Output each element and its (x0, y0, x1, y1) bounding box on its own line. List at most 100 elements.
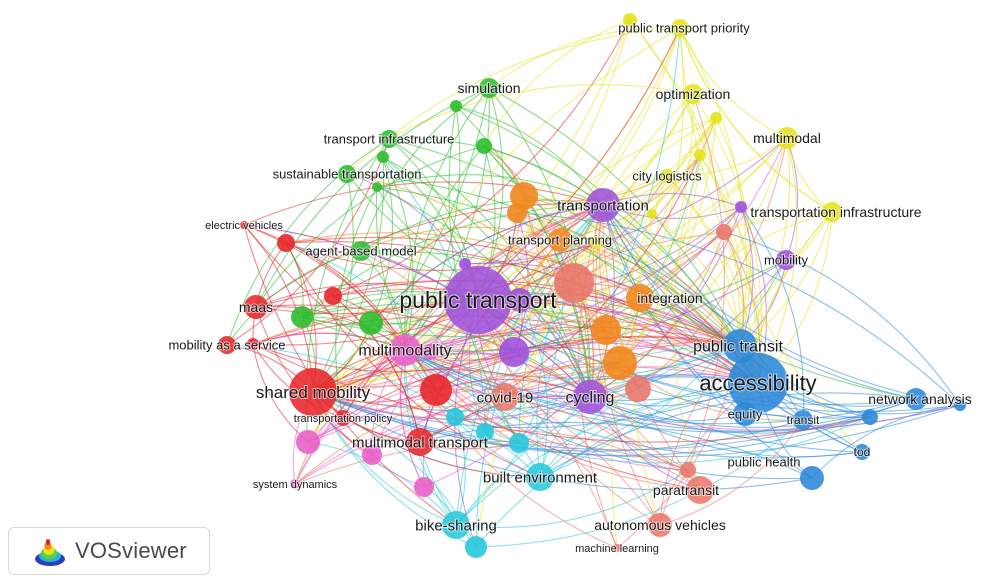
label-transport-planning[interactable]: transport planning (507, 232, 613, 249)
node-equity[interactable] (733, 402, 757, 426)
network-node[interactable] (680, 462, 696, 478)
node-paratransit[interactable] (686, 476, 714, 504)
network-node[interactable] (450, 100, 462, 112)
label-machine-learning[interactable]: machine learning (574, 542, 660, 556)
network-node[interactable] (247, 338, 259, 350)
network-node[interactable] (359, 311, 383, 335)
label-multimodal[interactable]: multimodal (752, 129, 822, 147)
label-city-logistics[interactable]: city logistics (631, 168, 703, 185)
network-node[interactable] (291, 306, 313, 328)
node-cycling[interactable] (573, 380, 607, 414)
node-multimodal[interactable] (776, 127, 798, 149)
network-node[interactable] (623, 13, 637, 27)
label-maas[interactable]: maas (238, 298, 274, 316)
network-node[interactable] (446, 408, 464, 426)
node-integration[interactable] (626, 284, 654, 312)
label-optimization[interactable]: optimization (655, 85, 732, 103)
label-public-health[interactable]: public health (727, 454, 802, 471)
label-public-transport-priority[interactable]: public transport priority (617, 20, 751, 37)
network-node[interactable] (414, 477, 434, 497)
label-bike-sharing[interactable]: bike-sharing (414, 516, 498, 535)
node-transportation[interactable] (586, 188, 620, 222)
node-transport-planning[interactable] (548, 228, 572, 252)
network-node[interactable] (509, 433, 529, 453)
node-shared-mobility[interactable] (289, 368, 337, 416)
node-network-analysis[interactable] (905, 388, 927, 410)
node-optimization[interactable] (683, 84, 703, 104)
network-node[interactable] (647, 209, 657, 219)
node-built-environment[interactable] (526, 463, 554, 491)
node-agent-based-model[interactable] (351, 241, 371, 261)
network-node[interactable] (377, 151, 389, 163)
node-simulation[interactable] (479, 78, 499, 98)
label-system-dynamics[interactable]: system dynamics (252, 478, 339, 492)
label-electric-vehicles[interactable]: electric vehicles (204, 219, 284, 233)
label-sustainable-transportation[interactable]: sustainable transportation (272, 166, 423, 183)
network-node[interactable] (508, 288, 532, 312)
label-agent-based-model[interactable]: agent-based model (304, 243, 417, 260)
node-mobility-as-a-service[interactable] (218, 336, 236, 354)
network-node[interactable] (422, 344, 438, 360)
network-node[interactable] (324, 287, 342, 305)
node-covid-19[interactable] (491, 383, 519, 411)
label-paratransit[interactable]: paratransit (652, 481, 720, 499)
network-node[interactable] (372, 182, 382, 192)
label-transportation[interactable]: transportation (556, 196, 650, 215)
node-transport-infrastructure[interactable] (380, 130, 398, 148)
network-node[interactable] (296, 430, 320, 454)
node-transit[interactable] (793, 410, 813, 430)
network-node[interactable] (954, 399, 966, 411)
network-node[interactable] (499, 337, 529, 367)
label-public-transit[interactable]: public transit (692, 338, 784, 357)
label-tod[interactable]: tod (853, 444, 872, 460)
label-transit[interactable]: transit (786, 412, 821, 428)
node-mobility[interactable] (776, 250, 796, 270)
network-node[interactable] (465, 536, 487, 558)
label-autonomous-vehicles[interactable]: autonomous vehicles (593, 516, 727, 534)
network-node[interactable] (716, 224, 732, 240)
network-node[interactable] (362, 445, 382, 465)
label-equity[interactable]: equity (727, 406, 764, 423)
node-tod[interactable] (854, 444, 870, 460)
network-node[interactable] (476, 423, 494, 441)
network-node[interactable] (603, 346, 637, 380)
network-node[interactable] (476, 138, 492, 154)
node-accessibility[interactable] (728, 353, 788, 413)
network-node[interactable] (459, 258, 471, 270)
label-public-transport[interactable]: public transport (398, 286, 558, 314)
node-machine-learning[interactable] (613, 544, 621, 552)
node-sustainable-transportation[interactable] (338, 165, 356, 183)
label-transportation-infrastructure[interactable]: transportation infrastructure (749, 203, 922, 221)
node-transportation-policy[interactable] (335, 410, 351, 426)
network-node[interactable] (507, 203, 527, 223)
label-covid-19[interactable]: covid-19 (476, 388, 535, 407)
network-node[interactable] (554, 263, 594, 303)
node-city-logistics[interactable] (660, 169, 674, 183)
node-maas[interactable] (244, 295, 268, 319)
network-node[interactable] (591, 315, 621, 345)
node-autonomous-vehicles[interactable] (648, 513, 672, 537)
node-public-transport[interactable] (444, 266, 512, 334)
network-node[interactable] (625, 376, 651, 402)
node-multimodality[interactable] (389, 334, 421, 366)
label-transport-infrastructure[interactable]: transport infrastructure (323, 131, 456, 148)
label-multimodal-transport[interactable]: multimodal transport (351, 433, 490, 452)
network-node[interactable] (694, 149, 706, 161)
node-public-transit[interactable] (723, 329, 757, 363)
label-cycling[interactable]: cycling (565, 389, 616, 408)
node-electric-vehicles[interactable] (240, 221, 248, 229)
network-node[interactable] (420, 374, 452, 406)
node-bike-sharing[interactable] (442, 511, 470, 539)
network-node[interactable] (862, 409, 878, 425)
label-simulation[interactable]: simulation (456, 79, 521, 97)
label-transportation-policy[interactable]: transportation policy (293, 412, 394, 426)
label-accessibility[interactable]: accessibility (698, 370, 817, 397)
node-multimodal-transport[interactable] (406, 428, 434, 456)
label-mobility-as-a-service[interactable]: mobility as a service (167, 337, 286, 354)
network-node[interactable] (277, 234, 295, 252)
node-transportation-infrastructure[interactable] (822, 202, 842, 222)
label-shared-mobility[interactable]: shared mobility (255, 382, 372, 403)
network-node[interactable] (735, 201, 747, 213)
